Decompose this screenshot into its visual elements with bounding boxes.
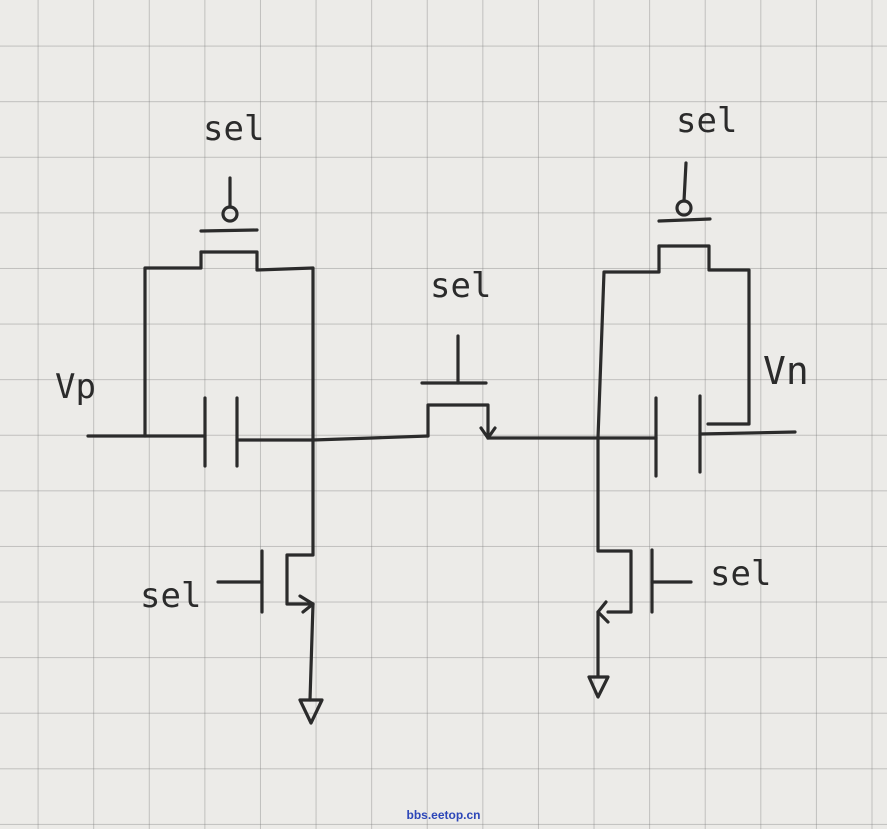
label-vp: Vp (55, 367, 96, 407)
label-sel-top-right: sel (676, 101, 737, 141)
center-switch (420, 334, 600, 440)
label-sel-bottom-left: sel (140, 576, 201, 616)
label-sel-center: sel (430, 266, 491, 306)
left-input-wire (86, 434, 430, 442)
right-capacitor (596, 394, 797, 478)
label-vn: Vn (763, 349, 809, 393)
label-sel-bottom-right: sel (710, 554, 771, 594)
watermark: bbs.eetop.cn (406, 808, 481, 822)
left-nmos-to-ground (216, 438, 324, 725)
right-pmos-switch (596, 161, 751, 440)
label-sel-top-left: sel (203, 109, 264, 149)
left-capacitor (203, 396, 239, 468)
left-pmos-switch (143, 176, 315, 442)
right-nmos-to-ground (587, 436, 693, 699)
